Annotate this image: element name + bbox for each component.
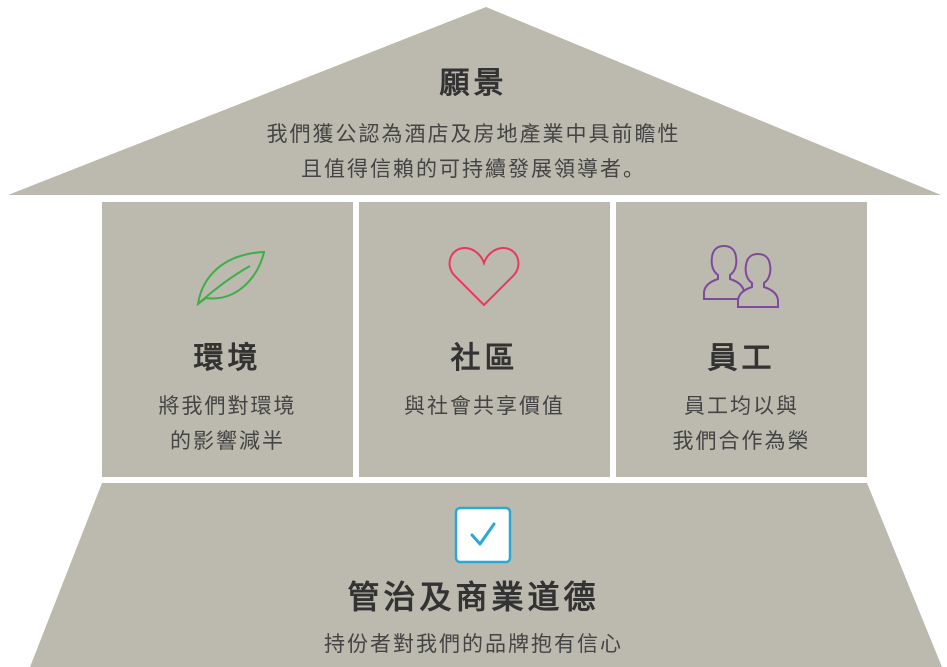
- pillar-environment-panel: [102, 202, 353, 477]
- base-governance: [30, 483, 942, 667]
- pillar-employees-line-2: 我們合作為榮: [672, 429, 811, 453]
- people-icon: [703, 245, 779, 308]
- checkbox-icon: [454, 506, 512, 564]
- pillar-employees-panel: [616, 202, 867, 477]
- vision-line-2: 且值得信賴的可持續發展領導者。: [301, 157, 646, 181]
- roof-vision: [8, 7, 941, 195]
- pillar-community-line-1: 與社會共享價值: [404, 394, 565, 418]
- base-title: 管治及商業道德: [347, 578, 600, 616]
- pillar-environment-line-2: 的影響減半: [170, 429, 285, 453]
- pillar-employees-line-1: 員工均以與: [684, 394, 799, 418]
- pillar-community-panel: [359, 202, 610, 477]
- pillar-environment-title: 環境: [193, 341, 262, 376]
- pillar-community-title: 社區: [450, 341, 519, 376]
- leaf-icon: [196, 250, 266, 307]
- pillar-employees-title: 員工: [707, 341, 776, 376]
- heart-icon: [448, 246, 520, 307]
- vision-line-1: 我們獲公認為酒店及房地產業中具前瞻性: [266, 122, 681, 146]
- pillar-environment-line-1: 將我們對環境: [158, 394, 297, 418]
- vision-title: 願景: [439, 66, 508, 101]
- base-subtitle: 持份者對我們的品牌抱有信心: [324, 632, 623, 656]
